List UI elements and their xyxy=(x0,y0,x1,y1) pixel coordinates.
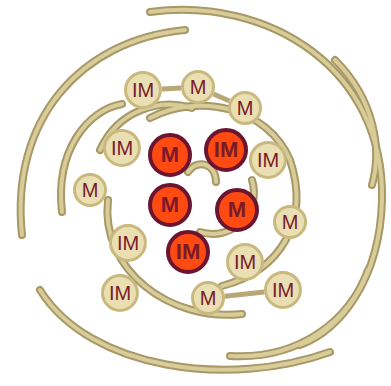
circle-shape xyxy=(228,245,263,280)
circle-shape xyxy=(192,282,223,313)
circle-shape xyxy=(150,135,190,175)
circle-shape xyxy=(274,206,305,237)
star-label: IM xyxy=(132,80,154,100)
circle-shape xyxy=(182,71,213,102)
massive-star-circle: IM xyxy=(166,230,210,274)
circle-shape xyxy=(206,130,246,170)
massive-star-circle: M xyxy=(215,188,259,232)
star-circle: IM xyxy=(124,71,162,109)
star-label: IM xyxy=(176,241,200,263)
arm-link xyxy=(214,94,230,101)
star-circle: IM xyxy=(101,274,139,312)
star-label: M xyxy=(190,77,207,97)
star-label: IM xyxy=(214,139,238,161)
star-circle: IM xyxy=(226,243,264,281)
circle-shape xyxy=(150,185,190,225)
circle-shape xyxy=(111,226,146,261)
star-circle: M xyxy=(228,91,262,125)
star-circle: M xyxy=(73,173,107,207)
circle-shape xyxy=(168,232,208,272)
circle-shape xyxy=(229,92,260,123)
star-label: M xyxy=(237,98,254,118)
circle-shape xyxy=(74,174,105,205)
massive-star-circle: M xyxy=(148,133,192,177)
star-circle: M xyxy=(273,205,307,239)
star-label: M xyxy=(82,180,99,200)
star-label: M xyxy=(161,144,179,166)
star-circle: IM xyxy=(109,224,147,262)
circle-shape xyxy=(103,276,138,311)
circle-shape xyxy=(251,143,286,178)
star-circle: IM xyxy=(249,141,287,179)
star-circle: M xyxy=(191,281,225,315)
arm-link xyxy=(225,292,264,296)
star-circle: IM xyxy=(264,271,302,309)
massive-star-circle: IM xyxy=(204,128,248,172)
circle-shape xyxy=(217,190,257,230)
star-circle: M xyxy=(181,70,215,104)
star-circle: IM xyxy=(103,129,141,167)
star-label: IM xyxy=(272,280,294,300)
circle-shape xyxy=(266,273,301,308)
star-label: M xyxy=(161,194,179,216)
star-label: M xyxy=(200,288,217,308)
star-label: M xyxy=(282,212,299,232)
star-label: IM xyxy=(111,138,133,158)
arm-link xyxy=(162,88,181,89)
star-label: IM xyxy=(257,150,279,170)
star-label: IM xyxy=(117,233,139,253)
massive-star-circle: M xyxy=(148,183,192,227)
star-label: IM xyxy=(234,252,256,272)
star-label: M xyxy=(228,199,246,221)
star-label: IM xyxy=(109,283,131,303)
circle-shape xyxy=(126,73,161,108)
circle-shape xyxy=(105,131,140,166)
